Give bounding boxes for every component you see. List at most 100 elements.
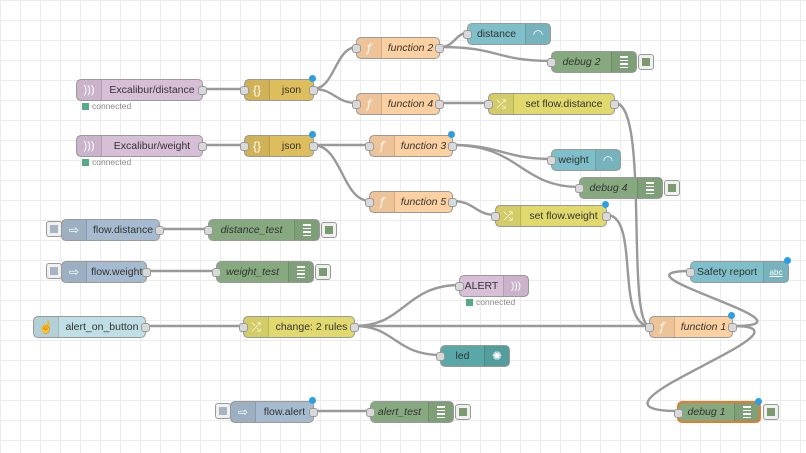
mqtt-in-distance-node[interactable]: ))) Excalibur/distance [76, 79, 207, 101]
output-port[interactable] [448, 198, 457, 207]
distance-gauge-node[interactable]: distance ◠ [463, 23, 551, 45]
node-label: Excalibur/weight [113, 140, 191, 152]
input-port[interactable] [686, 268, 695, 277]
list-icon [734, 403, 759, 421]
debug-1-node[interactable]: debug 1 [674, 398, 762, 423]
set-flow-distance-node[interactable]: ⤮ set flow.distance [484, 93, 619, 115]
alert-on-button-node[interactable]: ☝ alert_on_button [33, 316, 150, 338]
led-icon: ✺ [484, 346, 509, 366]
abc-text-icon: abc [763, 262, 788, 282]
node-label: function 3 [400, 140, 447, 152]
function-icon: f [357, 38, 382, 58]
wire-function5-setflowweight [451, 199, 497, 217]
output-port[interactable] [435, 44, 444, 53]
weight-gauge-node[interactable]: weight ◠ [547, 149, 621, 171]
output-port[interactable] [309, 142, 318, 151]
mqtt-weight-status: connected [82, 157, 131, 167]
function-icon: f [650, 317, 675, 337]
inject-flow-distance-node[interactable]: ⇨ flow.distance [61, 219, 164, 241]
input-port[interactable] [455, 282, 464, 291]
input-port[interactable] [366, 408, 375, 417]
inject-flow-weight-node[interactable]: ⇨ flow.weight [61, 261, 151, 283]
distance-test-toggle-button[interactable] [321, 222, 337, 238]
radio-waves-icon: ))) [503, 276, 528, 296]
input-port[interactable] [463, 30, 472, 39]
input-port[interactable] [575, 184, 584, 193]
output-port[interactable] [142, 268, 151, 277]
input-port[interactable] [352, 100, 361, 109]
wire-change-alert [354, 283, 461, 328]
changed-indicator [784, 257, 791, 264]
function-4-node[interactable]: f function 4 [352, 93, 444, 115]
wire-json1-function2 [312, 45, 358, 91]
list-icon [611, 52, 636, 72]
wire-setflowdistance-function1 [614, 101, 651, 328]
debug-2-node[interactable]: debug 2 [547, 51, 637, 73]
output-port[interactable] [309, 408, 318, 417]
input-port[interactable] [212, 268, 221, 277]
inject-weight-button[interactable] [46, 263, 62, 279]
node-label: debug 1 [687, 406, 726, 418]
wire-json2-function5 [312, 143, 371, 203]
weight-test-node[interactable]: weight_test [212, 261, 314, 283]
input-port[interactable] [365, 198, 374, 207]
json-node-1[interactable]: {} json [240, 75, 318, 101]
node-label: led [455, 350, 470, 362]
output-port[interactable] [141, 323, 150, 332]
input-port[interactable] [491, 212, 500, 221]
input-port[interactable] [484, 100, 493, 109]
safety-report-node[interactable]: Safety report abc [686, 257, 791, 283]
input-port[interactable] [645, 323, 654, 332]
alert-test-toggle-button[interactable] [455, 404, 471, 420]
function-1-node[interactable]: f function 1 [645, 312, 737, 338]
led-node[interactable]: led ✺ [436, 345, 510, 367]
shuffle-icon: ⤮ [496, 206, 521, 226]
node-label: alert_on_button [65, 321, 139, 333]
set-flow-weight-node[interactable]: ⤮ set flow.weight [491, 201, 611, 227]
debug-4-toggle-button[interactable] [664, 180, 680, 196]
output-port[interactable] [602, 212, 611, 221]
function-5-node[interactable]: f function 5 [365, 191, 457, 213]
json-node-2[interactable]: {} json [240, 131, 318, 157]
function-3-node[interactable]: f function 3 [365, 131, 457, 157]
input-port[interactable] [239, 323, 248, 332]
inject-distance-button[interactable] [46, 221, 62, 237]
input-port[interactable] [436, 352, 445, 361]
output-port[interactable] [610, 100, 619, 109]
output-port[interactable] [155, 226, 164, 235]
output-port[interactable] [448, 142, 457, 151]
debug-4-node[interactable]: debug 4 [575, 177, 663, 199]
output-port[interactable] [728, 323, 737, 332]
input-port[interactable] [365, 142, 374, 151]
input-port[interactable] [547, 58, 556, 67]
input-port[interactable] [674, 409, 683, 418]
node-label: alert_test [377, 406, 422, 418]
change-rules-node[interactable]: ⤮ change: 2 rules [239, 316, 359, 338]
debug-2-toggle-button[interactable] [638, 54, 654, 70]
list-icon [428, 402, 453, 422]
inject-alert-button[interactable] [215, 403, 231, 419]
weight-test-toggle-button[interactable] [315, 264, 331, 280]
input-port[interactable] [352, 44, 361, 53]
output-port[interactable] [350, 323, 359, 332]
mqtt-in-weight-node[interactable]: ))) Excalibur/weight [76, 135, 207, 157]
alert-mqtt-out-node[interactable]: ALERT ))) [455, 275, 529, 297]
input-port[interactable] [547, 156, 556, 165]
node-label: flow.alert [263, 406, 306, 418]
inject-flow-alert-node[interactable]: ⇨ flow.alert [230, 397, 318, 423]
output-port[interactable] [198, 142, 207, 151]
output-port[interactable] [435, 100, 444, 109]
debug-1-toggle-button[interactable] [763, 404, 779, 420]
input-port[interactable] [240, 142, 249, 151]
alert-test-node[interactable]: alert_test [366, 401, 454, 423]
output-port[interactable] [309, 86, 318, 95]
node-label: weight_test [225, 266, 280, 278]
input-port[interactable] [240, 86, 249, 95]
function-2-node[interactable]: f function 2 [352, 37, 444, 59]
output-port[interactable] [198, 86, 207, 95]
distance-test-node[interactable]: distance_test [204, 219, 320, 241]
node-label: Safety report [696, 266, 758, 278]
changed-indicator [602, 201, 609, 208]
gauge-icon: ◠ [525, 24, 550, 44]
input-port[interactable] [204, 226, 213, 235]
